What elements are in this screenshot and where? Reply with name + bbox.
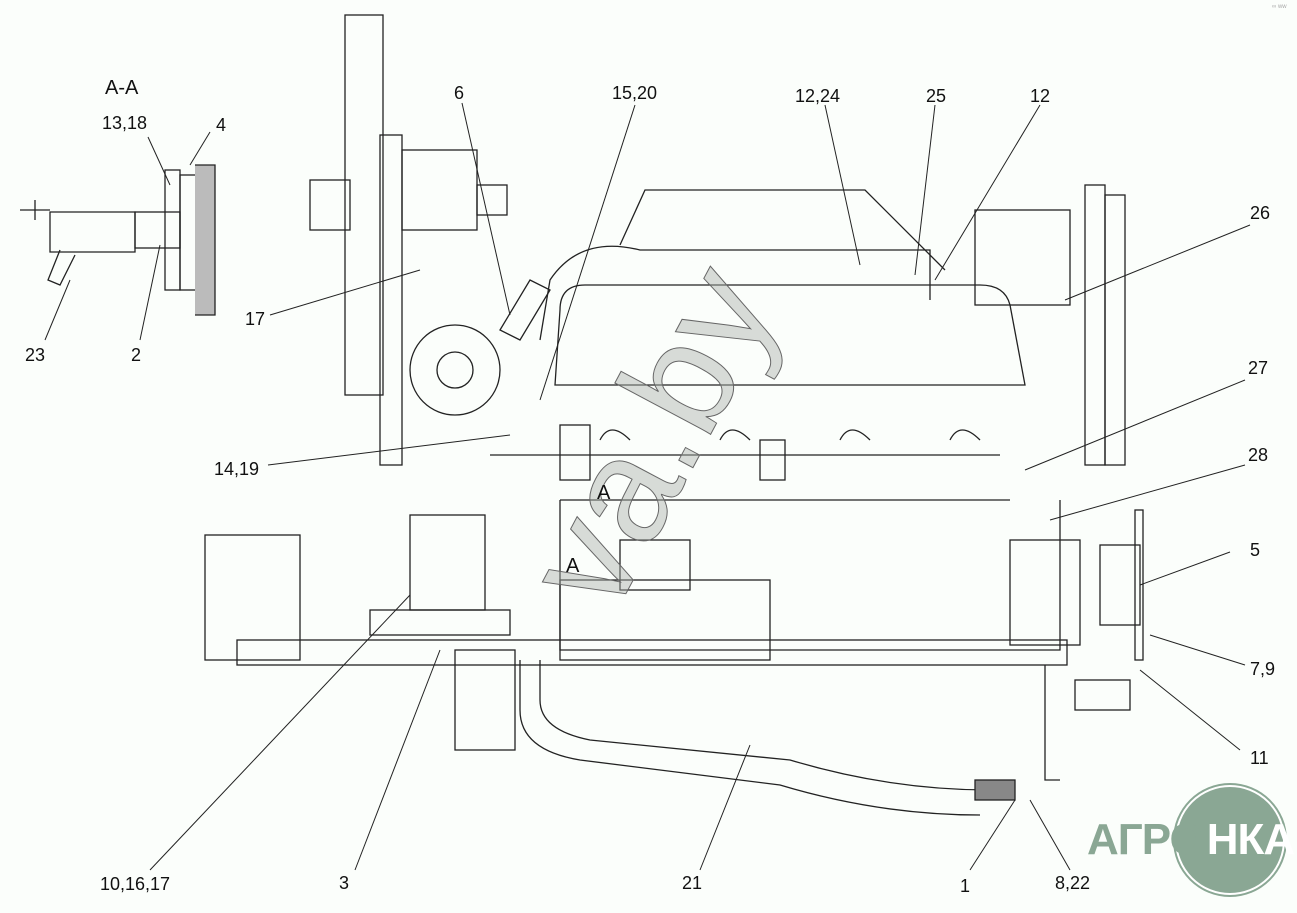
callout: 8,22 bbox=[1055, 873, 1091, 893]
callout: 25 bbox=[926, 86, 947, 106]
callout: 17 bbox=[245, 309, 266, 329]
callout: 11 bbox=[1250, 748, 1269, 768]
callout: 26 bbox=[1250, 203, 1271, 223]
callout: 6 bbox=[454, 83, 465, 103]
callout: 1 bbox=[960, 876, 971, 896]
fan-assembly bbox=[309, 14, 508, 466]
lower-assembly bbox=[204, 509, 1144, 816]
callout: 28 bbox=[1248, 445, 1269, 465]
callout: 7,9 bbox=[1250, 659, 1276, 679]
callout: 3 bbox=[339, 873, 350, 893]
leader-lines bbox=[44, 102, 1251, 871]
logo-text-right: НКА bbox=[1206, 815, 1295, 864]
callout: 23 bbox=[25, 345, 46, 365]
callout: 4 bbox=[216, 115, 227, 135]
callout: 13,18 bbox=[102, 113, 148, 133]
section-label: A-A bbox=[105, 77, 139, 99]
engine-block bbox=[409, 184, 1126, 651]
callout: 2 bbox=[131, 345, 142, 365]
corner-mark: ∞ ww bbox=[1272, 4, 1287, 10]
callout: 21 bbox=[682, 873, 703, 893]
agronka-logo: АГРОНКА bbox=[1085, 785, 1295, 905]
callout: 12,24 bbox=[795, 86, 841, 106]
view-mark-a: A bbox=[597, 482, 611, 504]
callout: 12 bbox=[1030, 86, 1051, 106]
logo-circle bbox=[1175, 785, 1285, 895]
view-mark-a: A bbox=[566, 555, 580, 577]
callout: 5 bbox=[1250, 540, 1261, 560]
callout: 10,16,17 bbox=[100, 874, 171, 894]
callout: 14,19 bbox=[214, 459, 260, 479]
callout: 27 bbox=[1248, 358, 1269, 378]
logo-text-left: АГРО bbox=[1087, 815, 1204, 864]
callout: 15,20 bbox=[612, 83, 658, 103]
section-detail bbox=[20, 164, 216, 316]
logo-text: АГРОНКА bbox=[1087, 815, 1295, 865]
